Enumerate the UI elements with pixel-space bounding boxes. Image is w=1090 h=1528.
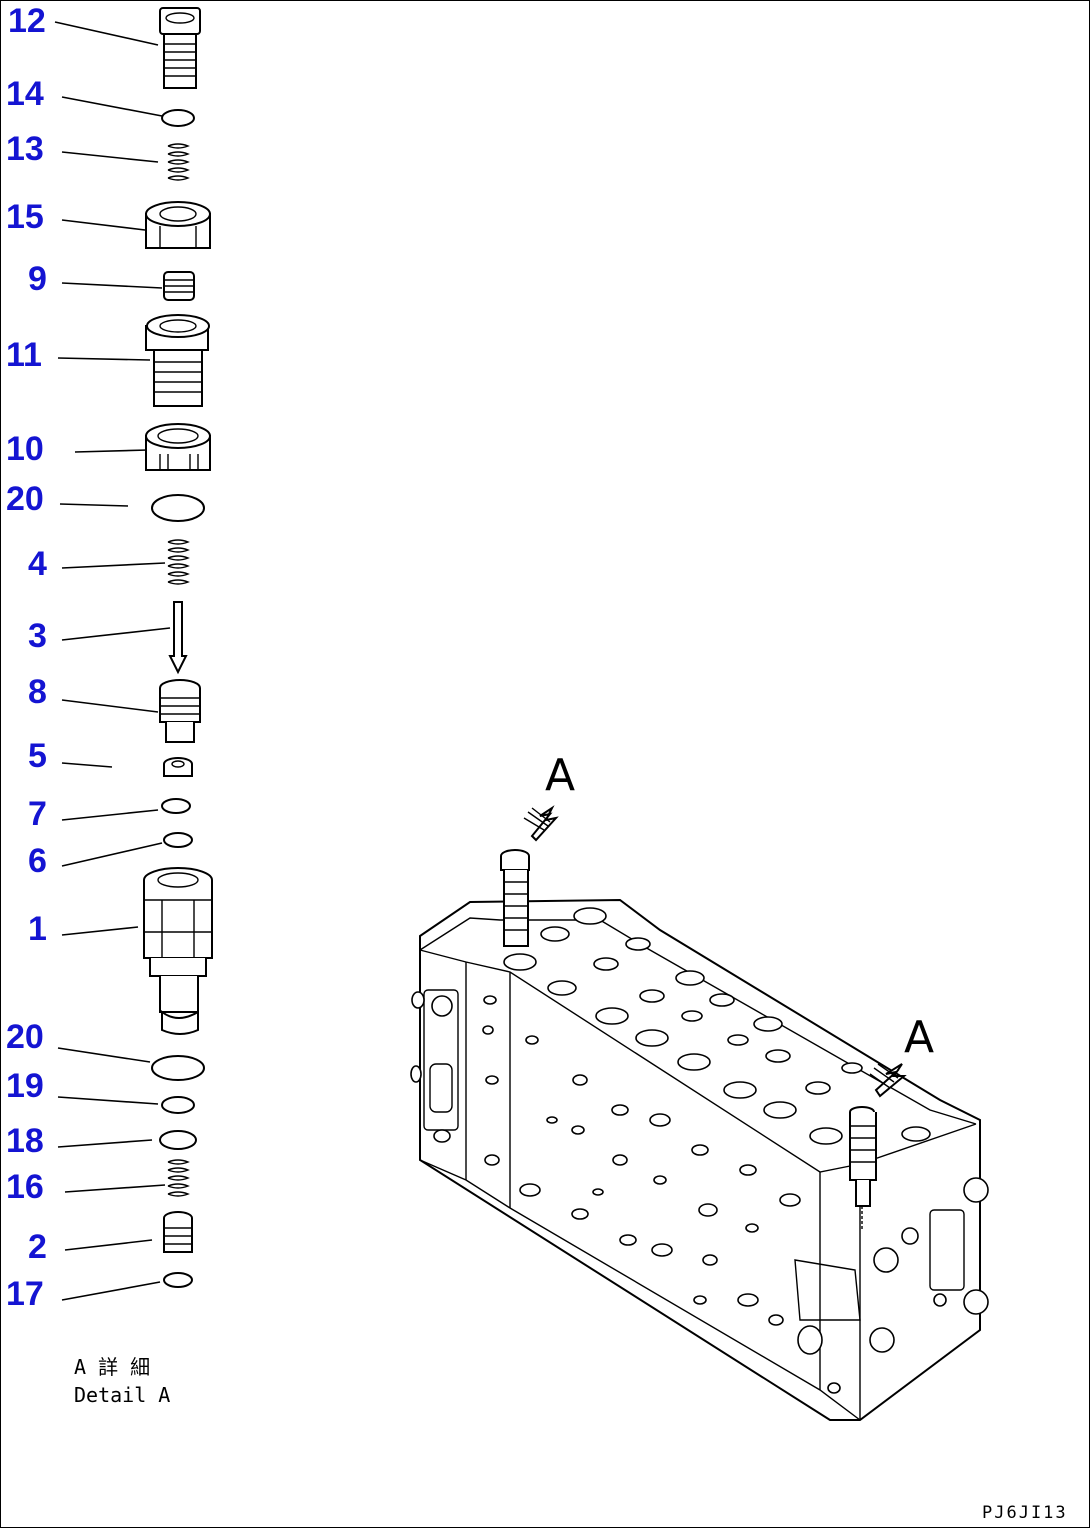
callout-18: 18 [6, 1122, 44, 1160]
callout-3: 3 [28, 617, 47, 655]
callout-8: 8 [28, 673, 47, 711]
part-18-ring [159, 1130, 197, 1150]
part-9-adjusting-screw [163, 271, 195, 301]
callout-7: 7 [28, 795, 47, 833]
callout-9: 9 [28, 260, 47, 298]
callout-19: 19 [6, 1067, 44, 1105]
detail-caption-line1: A 詳 細 [74, 1355, 150, 1379]
part-13-spring [167, 143, 190, 181]
part-11-sleeve [145, 314, 210, 407]
part-2-piston [163, 1211, 193, 1253]
view-arrow-left [523, 805, 559, 842]
detail-caption-line2: Detail A [74, 1383, 170, 1407]
callout-4: 4 [28, 545, 47, 583]
view-marker-a-right: A [904, 1012, 934, 1063]
callout-12: 12 [8, 2, 46, 40]
callout-20-lower: 20 [6, 1018, 44, 1056]
part-7-ring [161, 798, 191, 814]
part-19-ring [161, 1096, 195, 1114]
part-17-ring [163, 1272, 193, 1288]
leader-lines [54, 21, 171, 1301]
callout-13: 13 [6, 130, 44, 168]
detail-caption: A 詳 細 Detail A [74, 1355, 170, 1407]
front-face-ports [482, 995, 801, 1326]
callout-20-upper: 20 [6, 480, 44, 518]
callout-5: 5 [28, 737, 47, 775]
part-1-valve-body [143, 867, 213, 1035]
callout-6: 6 [28, 842, 47, 880]
part-16-spring [167, 1159, 190, 1197]
part-3-pin [168, 601, 188, 675]
top-face-ports [503, 907, 931, 1145]
part-8-seat [159, 679, 201, 743]
control-valve-assembly: A A [410, 750, 989, 1421]
part-20-o-ring-upper [151, 494, 205, 522]
relief-valve-a-right [849, 1106, 877, 1230]
callout-17: 17 [6, 1275, 44, 1313]
drawing-code: PJ6JI13 [982, 1503, 1068, 1523]
callout-15: 15 [6, 198, 44, 236]
callout-10: 10 [6, 430, 44, 468]
view-arrow-right [869, 1063, 907, 1098]
part-12-plug [159, 7, 201, 89]
callout-labels: 12 14 13 15 9 11 10 20 4 3 8 5 7 6 1 20 … [6, 2, 47, 1313]
callout-11: 11 [6, 336, 42, 374]
callout-16: 16 [6, 1168, 44, 1206]
part-5-piston [163, 757, 193, 777]
part-4-spring [167, 539, 190, 585]
left-end-cap [410, 989, 459, 1143]
view-marker-a-left: A [545, 750, 575, 801]
callout-2: 2 [28, 1228, 47, 1266]
callout-14: 14 [6, 75, 44, 113]
relief-valve-a-left [500, 849, 530, 947]
part-6-ring [163, 832, 193, 848]
part-20-o-ring-lower [151, 1055, 205, 1081]
part-14-o-ring [161, 109, 195, 127]
part-10-lock-nut [145, 423, 211, 471]
right-end-cap [794, 1177, 989, 1394]
part-15-lock-nut [145, 201, 211, 249]
callout-1: 1 [28, 910, 47, 948]
exploded-parts [143, 7, 213, 1288]
